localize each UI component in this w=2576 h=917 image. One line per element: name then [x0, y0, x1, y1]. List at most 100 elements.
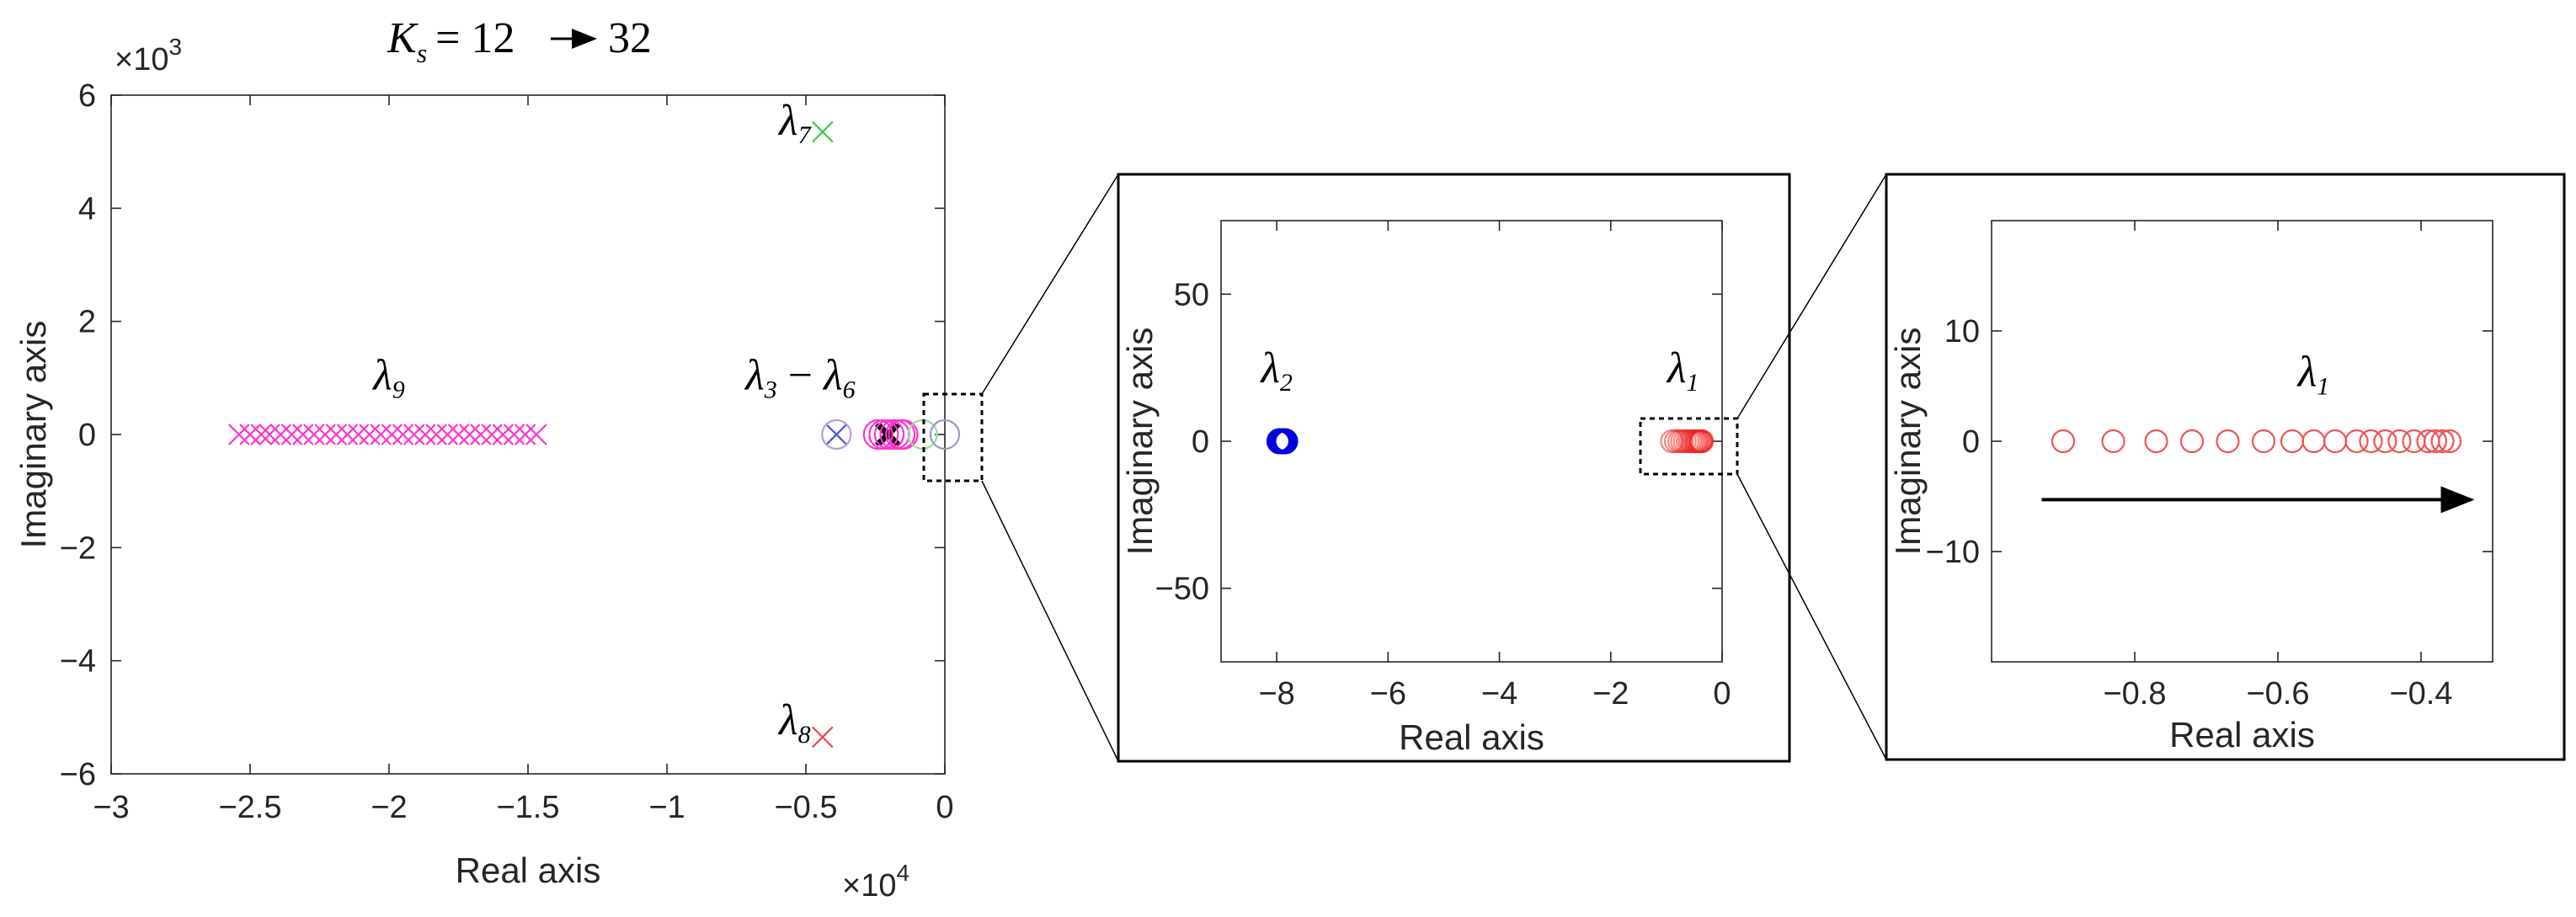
series-5: [821, 419, 852, 451]
lambda-symbol: λ: [371, 351, 392, 399]
data-point: [2387, 429, 2412, 454]
data-point: [280, 424, 303, 445]
lambda-symbol: λ: [1666, 344, 1687, 392]
lambda-annotation: λ7: [777, 97, 813, 149]
data-point: [929, 419, 961, 451]
y-axis-label: Imaginary axis: [1888, 328, 1928, 556]
lambda-subscript: 8: [798, 721, 811, 749]
lambda-symbol: λ: [822, 351, 843, 399]
y-exponent-power: 3: [168, 34, 182, 60]
plot-area: [1220, 220, 1723, 663]
data-point: [2144, 429, 2168, 454]
data-point: [314, 424, 336, 445]
lambda-annotation: λ1: [2296, 349, 2330, 401]
zoom-connector: [981, 480, 1119, 762]
x-tick-label: −0.8: [2103, 676, 2166, 712]
plot-area: [110, 94, 946, 775]
data-point: [862, 419, 893, 451]
data-point: [347, 424, 370, 445]
x-tick-label: −2.5: [218, 790, 281, 825]
data-point: [458, 424, 481, 445]
y-tick-label: 50: [1174, 277, 1209, 312]
x-axis-label: Real axis: [2169, 715, 2315, 754]
y-tick-label: 10: [1944, 314, 1980, 349]
data-point: [825, 424, 848, 445]
y-tick-label: 4: [78, 191, 96, 227]
data-point: [392, 424, 414, 445]
x-tick-label: −0.6: [2246, 676, 2309, 712]
data-point: [250, 424, 272, 445]
data-point: [447, 424, 470, 445]
lambda-subscript: 6: [843, 376, 856, 403]
x-tick-label: −0.4: [2389, 676, 2452, 712]
x-tick-label: −8: [1258, 676, 1294, 712]
data-point: [812, 726, 834, 749]
y-tick-label: −6: [60, 757, 96, 792]
data-point: [403, 424, 425, 445]
data-point: [514, 424, 536, 445]
y-tick-label: 0: [78, 418, 96, 453]
data-point: [812, 120, 834, 143]
x-tick-label: 0: [1713, 676, 1731, 712]
data-point: [481, 424, 503, 445]
lambda-annotation: λ8: [777, 696, 811, 749]
y-tick-label: −2: [60, 530, 96, 566]
x-tick-label: −6: [1370, 676, 1406, 712]
y-axis-label: Imaginary axis: [1120, 328, 1160, 556]
data-point: [525, 424, 547, 445]
x-exponent-power: 4: [896, 860, 909, 886]
data-point: [492, 424, 515, 445]
data-point: [1272, 428, 1299, 455]
y-tick-label: 0: [1192, 424, 1209, 460]
data-point: [303, 424, 325, 445]
series-4: [825, 424, 848, 445]
data-point: [868, 419, 899, 451]
x-tick-label: −3: [93, 790, 129, 825]
y-tick-label: 2: [78, 305, 96, 340]
y-tick-label: −10: [1926, 535, 1980, 570]
data-point: [228, 424, 250, 445]
data-point: [821, 419, 852, 451]
data-point: [888, 419, 919, 451]
data-point: [381, 424, 403, 445]
lambda-symbol: λ: [777, 696, 798, 744]
data-point: [425, 424, 447, 445]
data-point: [2437, 429, 2462, 454]
title-text: = 12: [435, 14, 515, 62]
lambda-symbol: λ: [1259, 344, 1280, 392]
data-point: [2423, 429, 2448, 454]
lambda-annotation: λ1: [1666, 344, 1699, 397]
data-point: [291, 424, 314, 445]
data-point: [436, 424, 459, 445]
lambda-symbol: λ: [744, 351, 765, 399]
data-point: [873, 419, 905, 451]
y-tick-label: 0: [1962, 424, 1980, 460]
data-point: [1690, 429, 1715, 454]
zoom-connector: [981, 173, 1119, 395]
x-tick-label: −2: [1592, 676, 1629, 712]
data-point: [2344, 429, 2369, 454]
lambda-subscript: 2: [1280, 369, 1293, 397]
lambda-subscript: 1: [2317, 373, 2329, 401]
zoom-connector: [1736, 473, 1887, 760]
data-point: [414, 424, 436, 445]
x-exponent: ×104: [842, 860, 909, 904]
y-tick-label: −50: [1155, 572, 1209, 607]
data-point: [325, 424, 348, 445]
x-tick-label: −0.5: [774, 790, 837, 825]
series-1: [1266, 428, 1299, 455]
lambda-subscript: 3: [764, 376, 777, 403]
series-1: [2051, 429, 2462, 454]
data-point: [2051, 429, 2076, 454]
lambda-annotation: λ2: [1259, 344, 1293, 397]
data-point: [2359, 429, 2383, 454]
series-7: [862, 419, 919, 451]
series-1: [228, 424, 547, 445]
data-point: [239, 424, 261, 445]
lambda-subscript: 9: [392, 376, 405, 403]
title-symbol: K: [387, 14, 419, 62]
